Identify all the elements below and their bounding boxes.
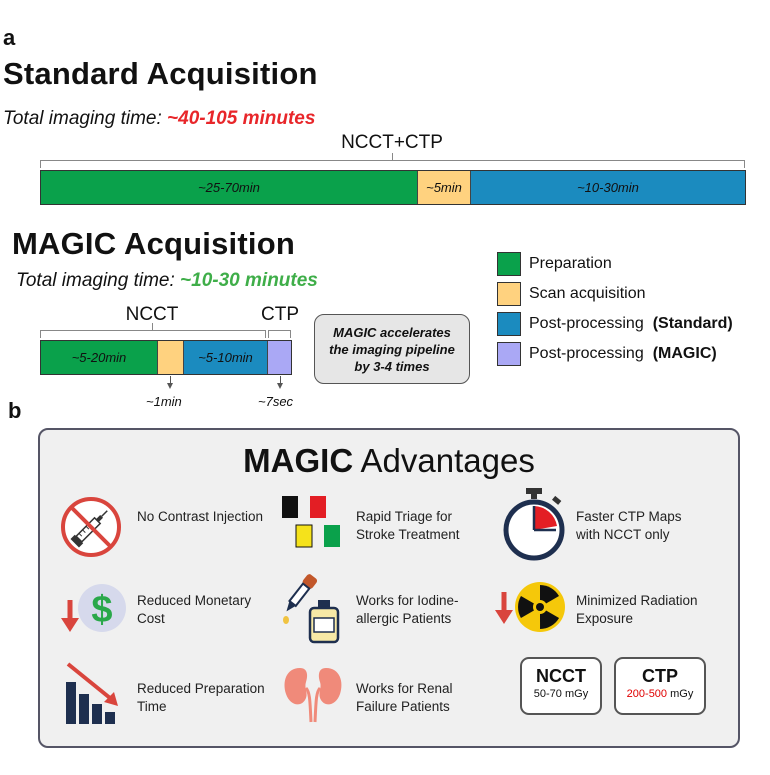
standard-bracket: [40, 160, 745, 168]
advantage-radiation: Minimized Radiation Exposure: [576, 593, 698, 626]
standard-time-label: Total imaging time:: [3, 108, 162, 129]
magic-segment-preparation: ~5-20min: [41, 341, 158, 374]
callout-line-1: MAGIC accelerates: [333, 324, 451, 340]
magic-segment-scan: [158, 341, 184, 374]
legend-swatch-post-magic: [497, 342, 521, 366]
radiation-down-icon: [495, 582, 565, 632]
advantage-iodine-allergic: Works for Iodine-allergic Patients: [356, 593, 459, 626]
stopwatch-icon: [503, 488, 565, 561]
panel-a-letter: a: [3, 25, 16, 50]
legend-post-standard: Post-processing (Standard): [497, 312, 733, 336]
legend-scan: Scan acquisition: [497, 282, 646, 306]
legend-swatch-scan: [497, 282, 521, 306]
standard-segment-postprocessing: ~10-30min: [471, 171, 745, 204]
legend-label-post-magic: Post-processing: [529, 345, 644, 362]
standard-segment-scan: ~5min: [418, 171, 471, 204]
dose-unit-ncct: mGy: [561, 688, 589, 700]
advantage-faster-ctp: Faster CTP Maps with NCCT only: [576, 509, 682, 542]
magic-time-value: ~10-30 minutes: [180, 270, 318, 291]
dose-box-ctp: CTP 200-500 mGy: [614, 657, 706, 715]
standard-acquisition-title: Standard Acquisition: [3, 56, 318, 91]
dose-unit-ctp: mGy: [667, 688, 694, 700]
advantages-title-strong: MAGIC: [243, 442, 354, 479]
standard-timeline-bar: ~25-70min ~5min ~10-30min: [40, 170, 746, 205]
svg-text:$: $: [91, 589, 112, 631]
panel-b-letter: b: [8, 398, 22, 423]
magic-timeline-bar: ~5-20min ~5-10min: [40, 340, 292, 375]
standard-time-value: ~40-105 minutes: [167, 108, 316, 129]
dollar-down-icon: $: [61, 584, 126, 632]
magic-arrow-head: [277, 383, 283, 389]
dose-box-ncct: NCCT 50-70 mGy: [520, 657, 602, 715]
standard-time-row: Total imaging time: ~40-105 minutes: [3, 108, 315, 130]
legend-label-post-standard: Post-processing: [529, 315, 644, 332]
magic-arrow-label: ~7sec: [258, 394, 294, 409]
legend-post-magic: Post-processing (MAGIC): [497, 342, 717, 366]
magic-ctp-bracket: [268, 330, 291, 338]
magic-acquisition-title: MAGIC Acquisition: [12, 226, 295, 261]
magic-time-label: Total imaging time:: [16, 270, 175, 291]
magic-ncct-label: NCCT: [125, 304, 179, 325]
legend-label-scan: Scan acquisition: [529, 285, 646, 302]
dose-value-ctp-row: 200-500 mGy: [616, 688, 704, 700]
magic-time-row: Total imaging time: ~10-30 minutes: [16, 270, 318, 292]
advantages-title-rest: Advantages: [353, 442, 535, 479]
advantages-panel: MAGIC Advantages No Contrast Injection R…: [38, 428, 740, 748]
kidneys-icon: [284, 668, 342, 723]
scan-arrow-label: ~1min: [146, 394, 182, 409]
callout-line-2: the imaging pipeline: [329, 341, 455, 357]
standard-segment-preparation: ~25-70min: [41, 171, 418, 204]
dropper-bottle-icon: [283, 574, 340, 644]
dose-name-ctp: CTP: [642, 666, 678, 686]
dose-value-ncct: 50-70: [533, 688, 562, 700]
magic-arrow-line: [280, 376, 281, 384]
no-syringe-icon: [61, 497, 121, 557]
legend-preparation: Preparation: [497, 252, 612, 276]
dose-value-ctp: 200-500: [626, 688, 668, 700]
legend-extra-standard: (Standard): [652, 315, 733, 332]
triage-blocks-icon: [282, 496, 340, 548]
magic-ncct-bracket: [40, 330, 266, 338]
scan-arrow-line: [170, 376, 171, 384]
advantage-no-contrast: No Contrast Injection: [137, 509, 264, 524]
legend-swatch-preparation: [497, 252, 521, 276]
magic-ctp-label: CTP: [261, 304, 299, 325]
callout-line-3: by 3-4 times: [354, 358, 430, 374]
scan-arrow-head: [167, 383, 173, 389]
advantage-reduced-prep: Reduced Preparation Time: [137, 681, 265, 714]
dose-value-ncct-row: 50-70 mGy: [522, 688, 600, 700]
legend-label-preparation: Preparation: [529, 255, 612, 272]
advantages-title: MAGIC Advantages: [40, 442, 738, 480]
standard-bracket-center-tick: [392, 153, 394, 160]
standard-bracket-label: NCCT+CTP: [341, 132, 443, 153]
legend-extra-magic: (MAGIC): [652, 345, 717, 362]
bar-decline-icon: [66, 662, 118, 724]
advantage-rapid-triage: Rapid Triage for Stroke Treatment: [356, 509, 460, 542]
dose-name-ncct: NCCT: [536, 666, 586, 686]
magic-segment-postprocessing-standard: ~5-10min: [184, 341, 268, 374]
advantage-reduced-cost: Reduced Monetary Cost: [137, 593, 252, 626]
advantage-renal: Works for Renal Failure Patients: [356, 681, 453, 714]
magic-speedup-callout: MAGIC accelerates the imaging pipeline b…: [314, 314, 470, 384]
magic-ncct-bracket-tick: [152, 323, 154, 330]
magic-segment-postprocessing-magic: [268, 341, 291, 374]
legend-swatch-post-standard: [497, 312, 521, 336]
